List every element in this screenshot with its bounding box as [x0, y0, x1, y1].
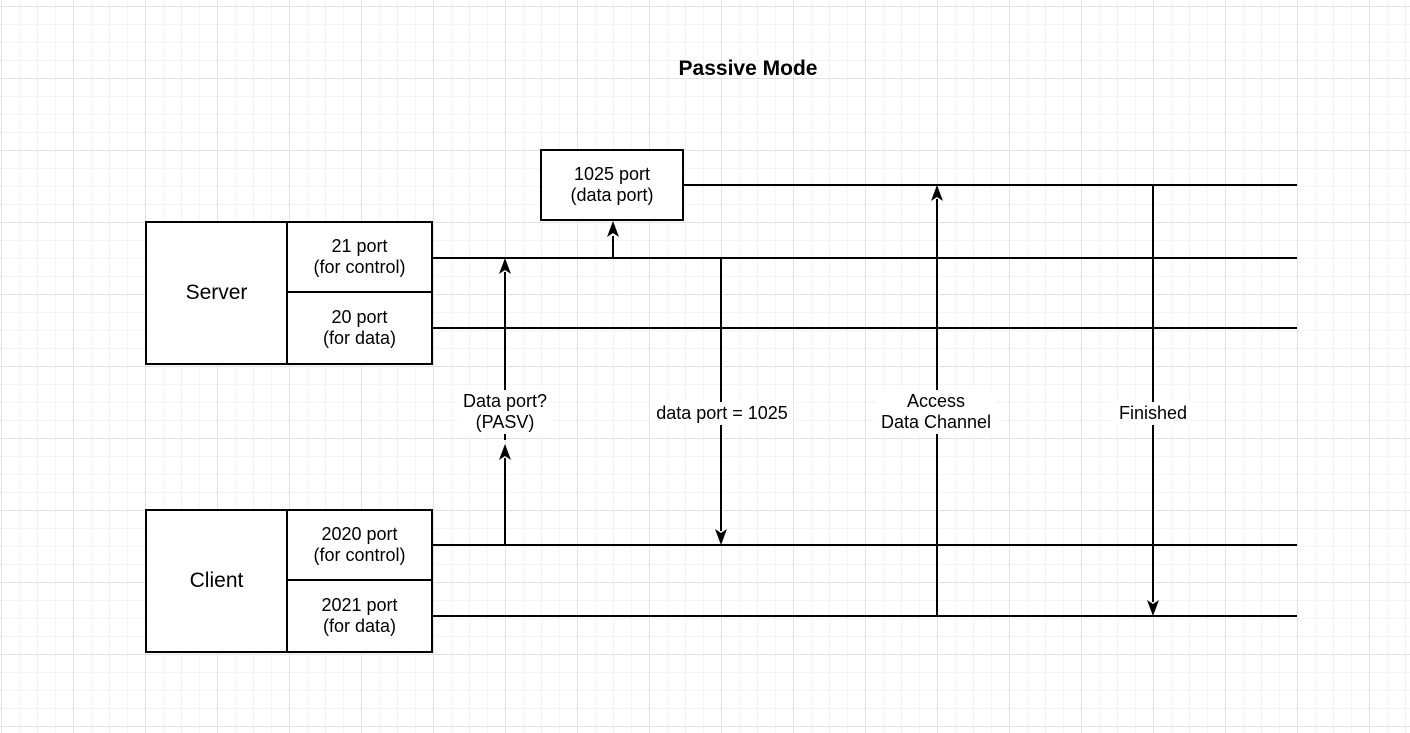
- client-control-port-line1: 2020 port: [321, 524, 398, 544]
- server-label: Server: [147, 223, 288, 363]
- server-control-port-cell: 21 port (for control): [288, 223, 431, 293]
- arrowhead-pasv-lower-up: [499, 444, 511, 460]
- data-port-1025-box: 1025 port (data port): [540, 149, 684, 221]
- client-data-port-cell: 2021 port (for data): [288, 581, 431, 651]
- message-finished-label: Finished: [1113, 402, 1193, 425]
- data-port-1025-line2: (data port): [570, 185, 654, 205]
- server-data-port-line1: 20 port: [331, 307, 388, 327]
- arrowhead-data-port-reply-down: [715, 529, 727, 545]
- client-control-port-line2: (for control): [313, 545, 406, 565]
- arrowhead-access-up: [931, 185, 943, 201]
- client-control-port-cell: 2020 port (for control): [288, 511, 431, 581]
- client-data-port-line1: 2021 port: [321, 595, 398, 615]
- client-box: Client 2020 port (for control) 2021 port…: [145, 509, 433, 653]
- message-access-line2: Data Channel: [880, 412, 992, 432]
- message-access-label: Access Data Channel: [875, 390, 997, 434]
- message-pasv-label: Data port? (PASV): [457, 390, 553, 434]
- client-label: Client: [147, 511, 288, 651]
- message-pasv-line2: (PASV): [475, 412, 535, 432]
- server-control-port-line1: 21 port: [331, 236, 388, 256]
- message-pasv-line1: Data port?: [462, 391, 548, 411]
- message-data-port-reply-label: data port = 1025: [651, 402, 793, 425]
- client-data-port-line2: (for data): [322, 616, 397, 636]
- server-data-port-cell: 20 port (for data): [288, 293, 431, 363]
- server-box: Server 21 port (for control) 20 port (fo…: [145, 221, 433, 365]
- data-port-1025-line1: 1025 port: [573, 164, 651, 184]
- message-access-line1: Access: [906, 391, 966, 411]
- server-control-port-line2: (for control): [313, 257, 406, 277]
- server-data-port-line2: (for data): [322, 328, 397, 348]
- arrowhead-finished-down: [1147, 600, 1159, 616]
- diagram-title: Passive Mode: [678, 57, 818, 80]
- arrowhead-to-1025-box-up: [607, 221, 619, 237]
- arrowhead-pasv-upper-up: [499, 258, 511, 274]
